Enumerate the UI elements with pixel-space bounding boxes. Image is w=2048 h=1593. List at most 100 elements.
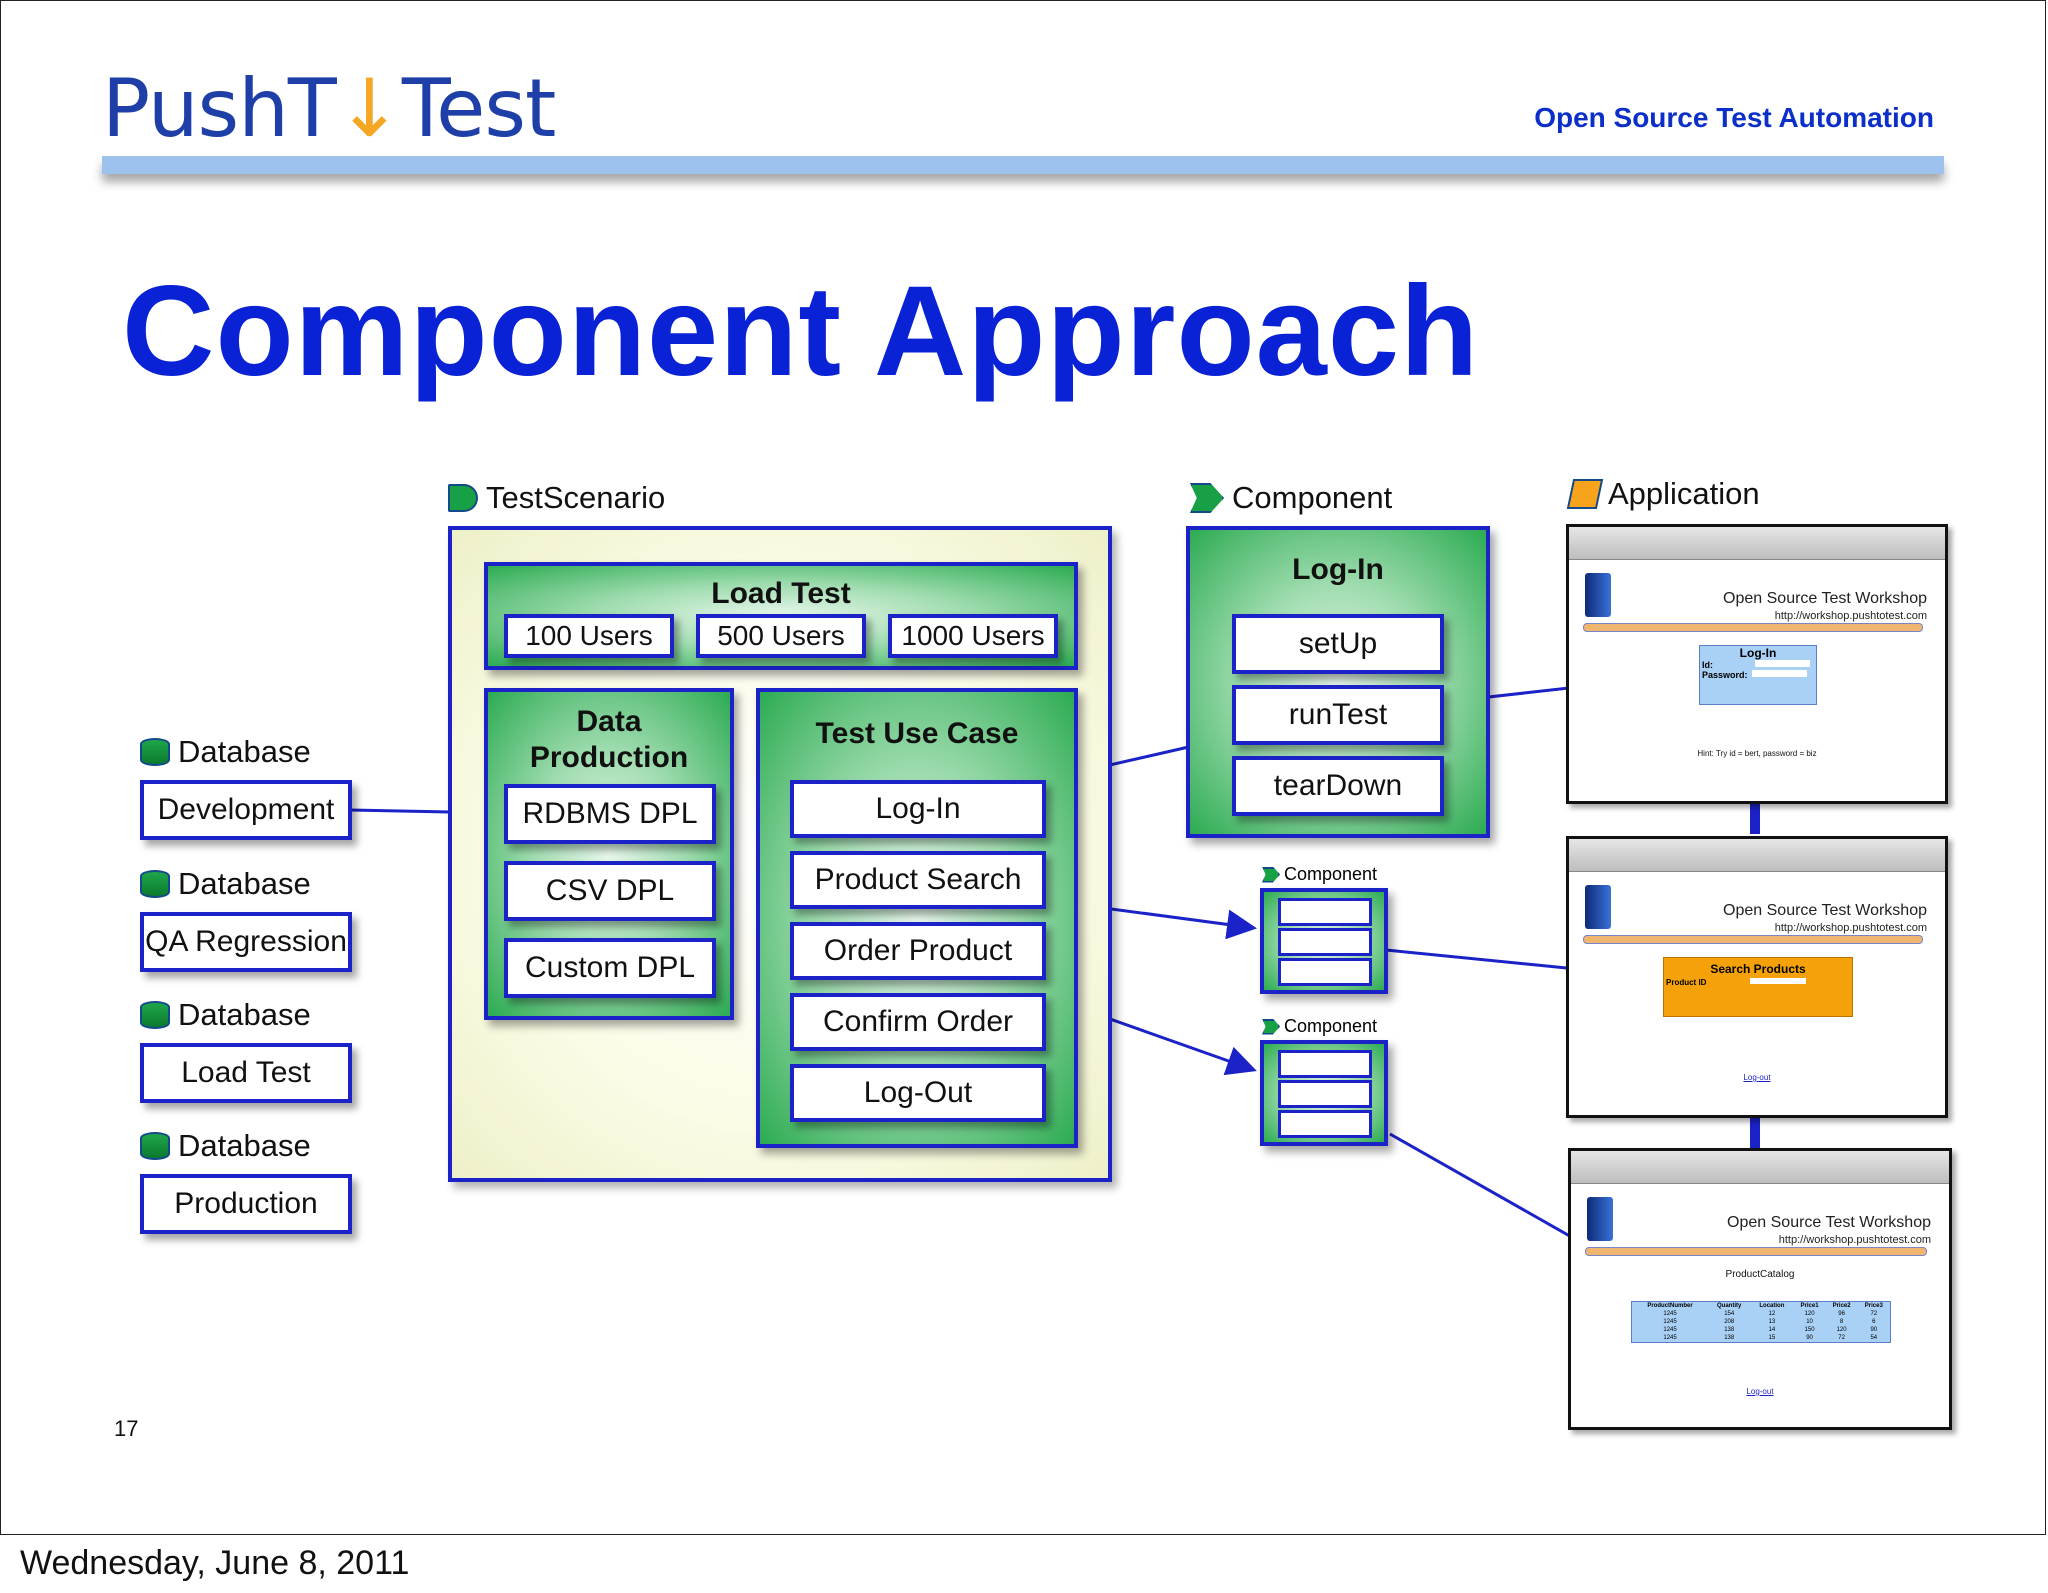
use-case-product-search: Product Search (790, 851, 1046, 909)
tagline: Open Source Test Automation (1534, 102, 1934, 133)
database-icon (140, 1132, 170, 1160)
database-label: Database (178, 866, 311, 901)
scenario-icon (448, 484, 478, 512)
table-cell: 150 (1804, 1327, 1815, 1333)
component-runtest: runTest (1232, 685, 1444, 745)
component-slot (1278, 1050, 1372, 1078)
data-production-title: Data Production (529, 705, 689, 774)
database-production: Production (140, 1174, 352, 1234)
password-field[interactable] (1751, 670, 1807, 677)
table-cell: 13 (1768, 1319, 1776, 1325)
progress-bar (1585, 1247, 1927, 1256)
small-component-label: Component (1284, 1016, 1378, 1036)
table-cell: 54 (1870, 1335, 1878, 1341)
slide-date: Wednesday, June 8, 2011 (20, 1544, 410, 1582)
table-cell: 96 (1838, 1311, 1845, 1317)
application-icon (1566, 479, 1604, 509)
use-case-order-product: Order Product (790, 922, 1046, 980)
product-id-label: Product ID (1666, 978, 1707, 987)
application-label: Application (1608, 476, 1760, 511)
logout-link[interactable]: Log-out (1743, 1073, 1771, 1082)
component-slot (1278, 1080, 1372, 1108)
database-group-4: Database (140, 1128, 311, 1164)
header-divider (102, 156, 1944, 174)
product-id-field[interactable] (1750, 978, 1807, 984)
server-icon (1585, 885, 1611, 929)
server-icon (1585, 573, 1611, 617)
load-test-title: Load Test (711, 577, 851, 610)
app-screen-catalog: Open Source Test Workshop http://workshop… (1568, 1148, 1952, 1430)
workshop-url: http://workshop.pushtotest.com (1774, 922, 1927, 934)
table-cell: 154 (1724, 1311, 1735, 1317)
screen-connector (1750, 800, 1760, 834)
catalog-heading: ProductCatalog (1725, 1269, 1795, 1280)
small-component-label: Component (1284, 864, 1378, 884)
database-development: Development (140, 780, 352, 840)
progress-bar (1583, 623, 1923, 632)
component-icon (1262, 1018, 1280, 1035)
application-heading: Application (1566, 476, 1760, 512)
table-cell: 120 (1836, 1327, 1847, 1333)
catalog-column-header: Price1 (1800, 1303, 1819, 1309)
login-hint: Hint: Try id = bert, password = biz (1697, 749, 1817, 758)
table-cell: 208 (1724, 1319, 1735, 1325)
table-cell: 138 (1724, 1327, 1735, 1333)
catalog-column-header: ProductNumber (1647, 1303, 1693, 1309)
workshop-url: http://workshop.pushtotest.com (1774, 610, 1927, 622)
table-cell: 138 (1724, 1335, 1735, 1341)
component-slot (1278, 1110, 1372, 1138)
small-component-heading-2: Component (1262, 1016, 1377, 1037)
table-cell: 90 (1870, 1327, 1878, 1333)
table-cell: 6 (1872, 1319, 1876, 1325)
table-cell: 90 (1806, 1335, 1813, 1341)
component-label: Component (1232, 480, 1393, 515)
database-icon (140, 870, 170, 898)
table-cell: 1245 (1663, 1319, 1677, 1325)
dpl-csv: CSV DPL (504, 861, 716, 921)
component-teardown: tearDown (1232, 756, 1444, 816)
database-group-2: Database (140, 866, 311, 902)
browser-toolbar (1569, 839, 1945, 872)
id-label: Id: (1702, 660, 1713, 670)
component-heading: Component (1190, 480, 1392, 516)
dpl-custom: Custom DPL (504, 938, 716, 998)
database-qa-regression: QA Regression (140, 912, 352, 972)
screen-connector (1750, 1114, 1760, 1148)
users-500: 500 Users (696, 614, 866, 658)
database-group-1: Database (140, 734, 311, 770)
workshop-title: Open Source Test Workshop (1723, 902, 1927, 919)
workshop-url: http://workshop.pushtotest.com (1778, 1234, 1931, 1246)
catalog-column-header: Quantity (1717, 1303, 1742, 1309)
progress-bar (1583, 935, 1923, 944)
use-case-login: Log-In (790, 780, 1046, 838)
component-icon (1262, 866, 1280, 883)
database-label: Database (178, 997, 311, 1032)
download-arrow-icon: ↓ (335, 62, 403, 155)
users-1000: 1000 Users (888, 614, 1058, 658)
testscenario-label: TestScenario (486, 480, 666, 515)
workshop-title: Open Source Test Workshop (1727, 1214, 1931, 1231)
id-field[interactable] (1755, 660, 1810, 667)
table-cell: 14 (1768, 1327, 1776, 1333)
logout-link[interactable]: Log-out (1746, 1387, 1774, 1396)
component-setup: setUp (1232, 614, 1444, 674)
search-form: Search Products Product ID (1663, 957, 1853, 1017)
search-form-title: Search Products (1710, 962, 1806, 976)
test-use-case-title: Test Use Case (815, 717, 1019, 750)
table-cell: 1245 (1663, 1335, 1677, 1341)
database-label: Database (178, 734, 311, 769)
database-load-test: Load Test (140, 1043, 352, 1103)
component-icon (1190, 483, 1224, 513)
database-label: Database (178, 1128, 311, 1163)
table-cell: 12 (1768, 1311, 1776, 1317)
database-icon (140, 738, 170, 766)
table-cell: 15 (1768, 1335, 1776, 1341)
page-number: 17 (114, 1416, 139, 1441)
database-group-3: Database (140, 997, 311, 1033)
catalog-column-header: Price2 (1832, 1303, 1851, 1309)
